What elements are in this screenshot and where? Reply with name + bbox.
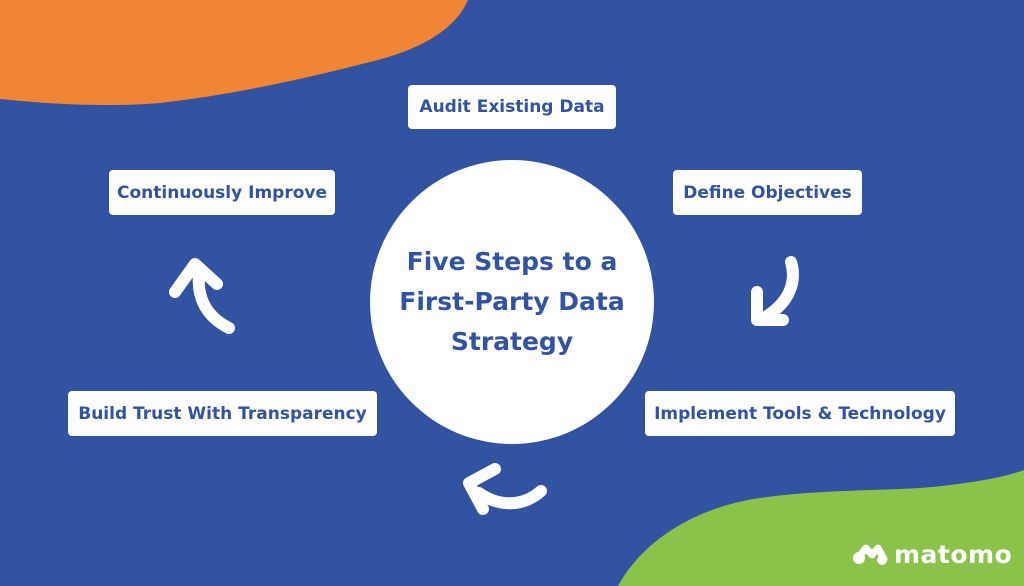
step-label: Build Trust With Transparency <box>78 403 367 424</box>
step-label: Continuously Improve <box>116 182 328 203</box>
step-label: Implement Tools & Technology <box>654 403 946 424</box>
step-define-objectives: Define Objectives <box>673 170 862 215</box>
step-label: Define Objectives <box>683 182 852 203</box>
orange-blob <box>0 0 468 106</box>
curved-arrow-up-icon <box>169 258 235 334</box>
step-build-trust: Build Trust With Transparency <box>68 391 377 436</box>
logo-text: matomo <box>894 540 1013 569</box>
curved-arrow-down-icon <box>751 256 799 326</box>
step-label: Audit Existing Data <box>419 97 605 117</box>
step-implement-tools: Implement Tools & Technology <box>645 391 955 436</box>
curved-arrow-left-icon <box>463 463 547 515</box>
green-blob <box>618 470 1024 586</box>
step-audit-existing-data: Audit Existing Data <box>408 85 616 129</box>
matomo-logo: matomo <box>852 540 1012 569</box>
center-circle: Five Steps to a First-Party Data Strateg… <box>370 160 654 444</box>
matomo-logo-icon <box>853 544 888 565</box>
diagram-title: Five Steps to a First-Party Data Strateg… <box>399 247 625 356</box>
step-continuously-improve: Continuously Improve <box>109 170 335 215</box>
